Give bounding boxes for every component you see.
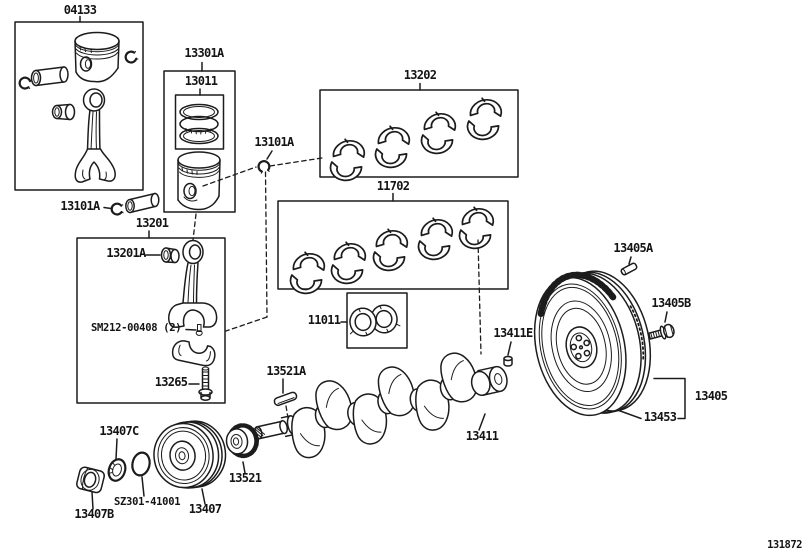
callout-13407C[interactable]: 13407C — [99, 424, 139, 438]
box-04133 — [14, 21, 144, 191]
figure-number: 131872 — [767, 539, 802, 551]
piston-drawing — [177, 151, 221, 211]
callout-13405A[interactable]: 13405A — [613, 241, 653, 255]
crank-key-drawing — [273, 391, 298, 407]
callout-13411[interactable]: 13411 — [465, 429, 499, 443]
piston-conrod-kit-drawing — [17, 31, 140, 183]
callout-13453[interactable]: 13453 — [643, 410, 677, 424]
callout-13011[interactable]: 13011 — [184, 74, 218, 88]
timing-gear-drawing — [225, 423, 260, 459]
box-13301A — [163, 70, 236, 213]
callout-13101A-mid[interactable]: 13101A — [254, 135, 294, 149]
callout-13202[interactable]: 13202 — [403, 68, 437, 82]
small-bushing-drawing — [51, 103, 76, 121]
flywheel-bolt-holes — [570, 334, 591, 360]
pulley-drawing — [153, 420, 227, 489]
conrod-bolt-sm-drawing — [195, 324, 203, 336]
callout-sz301[interactable]: SZ301-41001 — [114, 496, 181, 508]
callout-04133[interactable]: 04133 — [63, 3, 97, 17]
callout-11702[interactable]: 11702 — [376, 179, 410, 193]
conrod-bolt-13265-drawing — [198, 366, 213, 401]
callout-13201[interactable]: 13201 — [135, 216, 169, 230]
leader-lines — [79, 15, 686, 510]
main-bearing-set-drawing — [284, 204, 499, 299]
callout-13265[interactable]: 13265 — [154, 375, 188, 389]
callout-13301A[interactable]: 13301A — [184, 46, 224, 60]
flywheel-pin-drawing — [620, 262, 638, 276]
callout-13405B[interactable]: 13405B — [651, 296, 691, 310]
callout-13407[interactable]: 13407 — [188, 502, 222, 516]
callout-13521[interactable]: 13521 — [228, 471, 262, 485]
thrust-washer-drawing — [349, 304, 401, 337]
piston-subassy-drawing — [177, 103, 221, 211]
crank-dowel-drawing — [503, 355, 513, 367]
conrod-bushing-drawing — [160, 247, 180, 264]
callout-sm212[interactable]: SM212-00408 (2) — [91, 322, 182, 334]
conrod-bearing-set-drawing — [324, 95, 507, 186]
box-13202 — [319, 89, 519, 178]
oring-drawing — [131, 451, 151, 477]
crankshaft-drawing — [253, 348, 508, 462]
pulley-nut-drawing — [76, 466, 105, 494]
callout-13521A[interactable]: 13521A — [266, 364, 306, 378]
box-13201 — [76, 237, 226, 404]
pulley-washer-drawing — [107, 458, 127, 482]
box-13011 — [174, 94, 225, 150]
flywheel-drawing — [533, 270, 652, 417]
flywheel-bolt-drawing — [648, 323, 675, 340]
callout-13407B[interactable]: 13407B — [74, 507, 114, 521]
callout-13201A[interactable]: 13201A — [106, 246, 146, 260]
dashed-lines — [192, 157, 482, 425]
piston-pin-drawing — [30, 66, 69, 87]
piston-pin-13101-drawing — [110, 159, 272, 216]
callout-11011[interactable]: 11011 — [307, 313, 341, 327]
box-11011 — [346, 292, 408, 349]
conrod-assy-drawing — [160, 239, 218, 401]
conrod-drawing — [74, 88, 116, 183]
callout-13101A-left[interactable]: 13101A — [60, 199, 100, 213]
callout-13411E[interactable]: 13411E — [493, 326, 533, 340]
conrod-cap-drawing — [171, 340, 216, 367]
callout-13405[interactable]: 13405 — [694, 389, 728, 403]
